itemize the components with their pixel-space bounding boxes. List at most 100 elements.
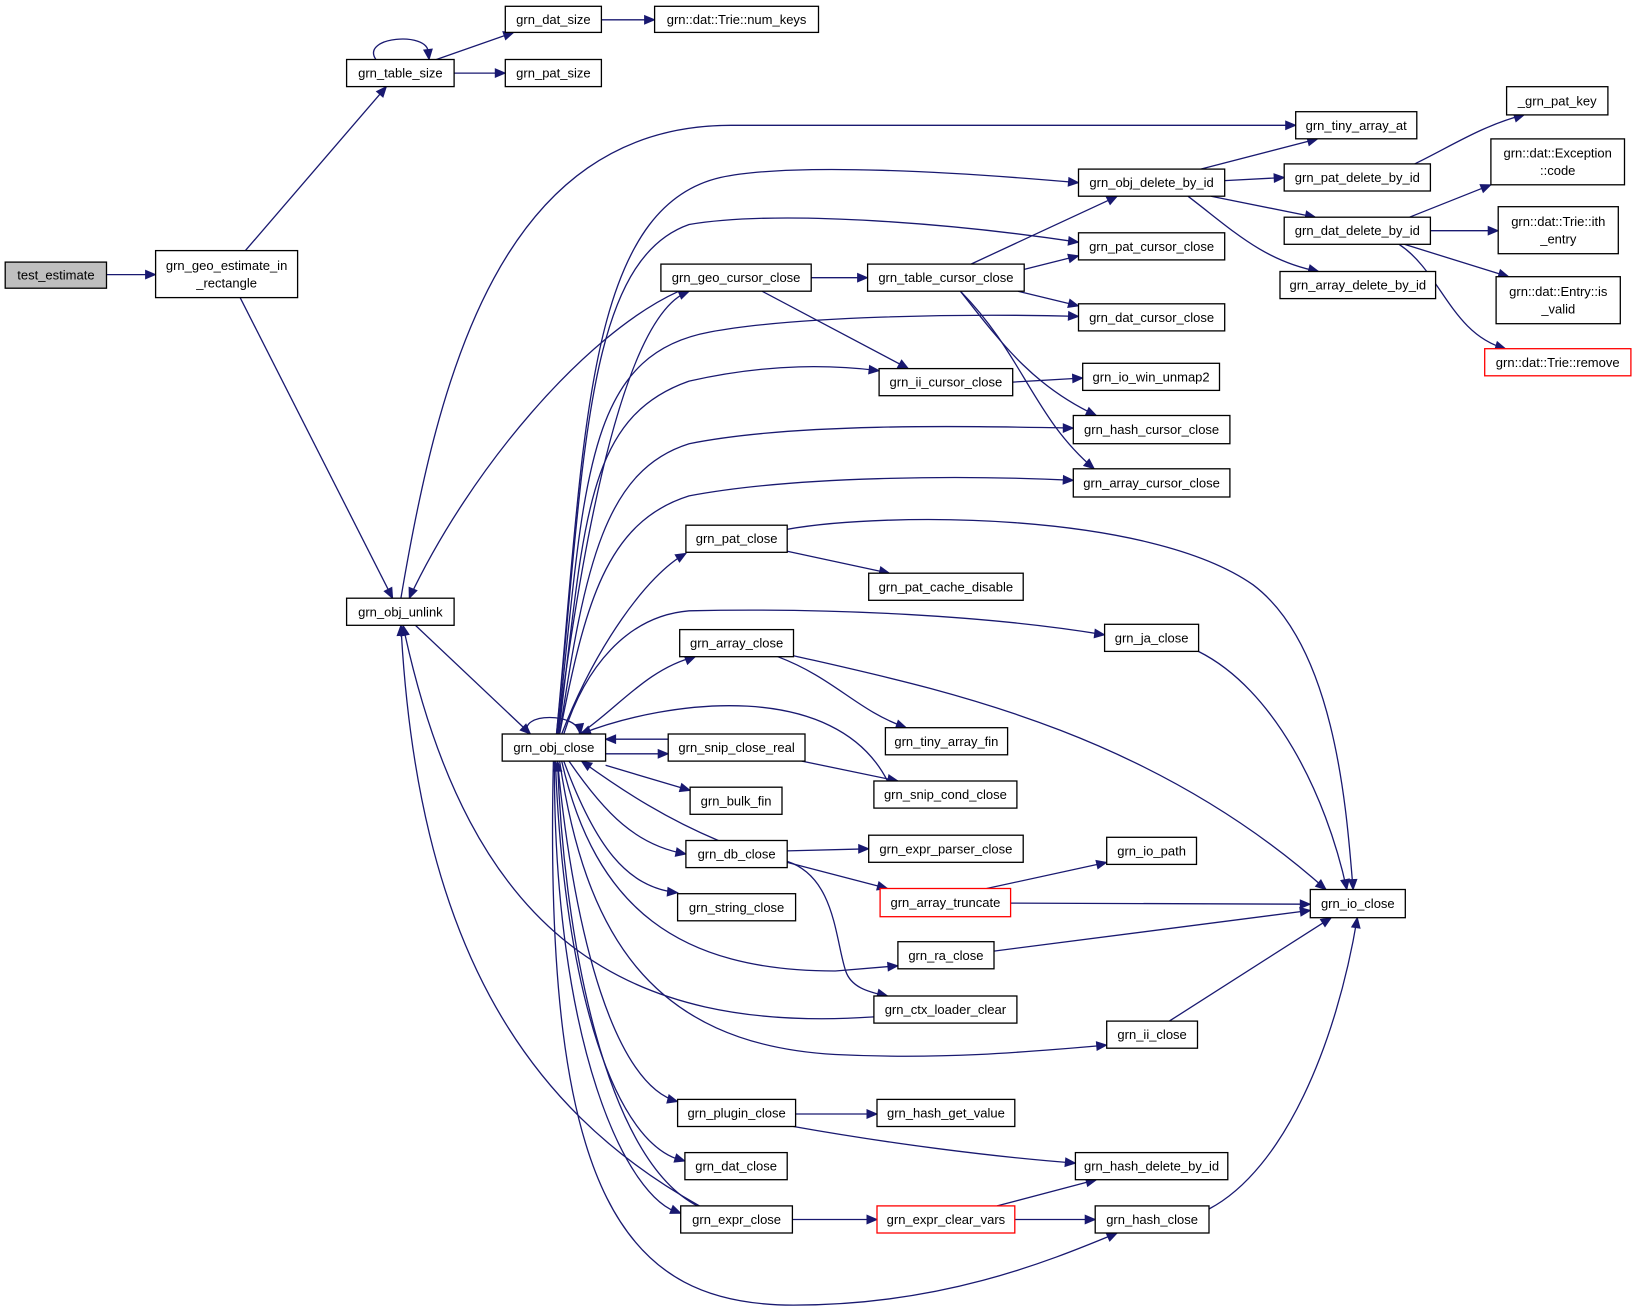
arrowhead-icon <box>1067 253 1080 264</box>
node-num_keys[interactable]: grn::dat::Trie::num_keys <box>653 5 820 34</box>
node-box <box>1094 1205 1210 1234</box>
node-hash_delete_by_id[interactable]: grn_hash_delete_by_id <box>1074 1151 1229 1181</box>
edge-obj_close-to-hash_close <box>551 761 1119 1306</box>
node-label: grn_hash_cursor_close <box>1084 422 1219 437</box>
arrowhead-icon <box>1299 906 1312 917</box>
edge-array_close-to-io_close <box>793 655 1328 891</box>
node-io_win_unmap2[interactable]: grn_io_win_unmap2 <box>1082 362 1221 392</box>
node-tiny_array_at[interactable]: grn_tiny_array_at <box>1295 111 1418 140</box>
node-ii_cursor_close[interactable]: grn_ii_cursor_close <box>878 367 1014 397</box>
edge-obj_close-to-pat_cursor_close <box>555 217 1080 735</box>
edge-line <box>1398 243 1506 350</box>
node-ctx_loader_clear[interactable]: grn_ctx_loader_clear <box>873 995 1018 1024</box>
node-expr_parser_close[interactable]: grn_expr_parser_close <box>868 834 1024 863</box>
edge-line <box>993 909 1311 952</box>
node-ii_close[interactable]: grn_ii_close <box>1106 1020 1199 1049</box>
edge-line <box>960 290 1095 470</box>
node-obj_delete_by_id[interactable]: grn_obj_delete_by_id <box>1077 168 1226 197</box>
node-hash_close[interactable]: grn_hash_close <box>1094 1205 1210 1234</box>
edge-obj_close-to-dat_cursor_close <box>556 310 1080 735</box>
node-label: grn_dat_cursor_close <box>1089 310 1214 325</box>
node-ja_close[interactable]: grn_ja_close <box>1103 623 1200 653</box>
edge-line <box>561 760 898 972</box>
edge-db_close-to-array_truncate <box>787 861 889 891</box>
node-expr_clear_vars[interactable]: grn_expr_clear_vars <box>876 1205 1016 1234</box>
node-dat_close[interactable]: grn_dat_close <box>684 1151 788 1181</box>
edge-line <box>555 217 1079 735</box>
node-table_size[interactable]: grn_table_size <box>345 58 455 88</box>
edge-line <box>402 625 874 1020</box>
node-plugin_close[interactable]: grn_plugin_close <box>676 1098 797 1128</box>
node-snip_close_real[interactable]: grn_snip_close_real <box>667 733 806 762</box>
edge-line <box>793 655 1327 890</box>
node-obj_unlink[interactable]: grn_obj_unlink <box>345 597 455 626</box>
node-pat_cache_disable[interactable]: grn_pat_cache_disable <box>868 572 1024 601</box>
node-box <box>676 893 797 922</box>
arrowhead-icon <box>1062 474 1075 485</box>
node-dat_size[interactable]: grn_dat_size <box>504 5 603 34</box>
node-dat_delete_by_id[interactable]: grn_dat_delete_by_id <box>1283 216 1432 245</box>
edge-test_estimate-to-geo_est <box>106 269 157 280</box>
node-array_cursor_close[interactable]: grn_array_cursor_close <box>1072 468 1231 498</box>
node-array_truncate[interactable]: grn_array_truncate <box>879 887 1012 918</box>
node-trie_remove[interactable]: grn::dat::Trie::remove <box>1484 348 1632 377</box>
node-pat_size[interactable]: grn_pat_size <box>504 58 603 88</box>
arrowhead-icon <box>396 624 407 637</box>
edge-line <box>244 86 387 252</box>
node-table_cursor_close[interactable]: grn_table_cursor_close <box>866 263 1025 292</box>
node-box <box>873 995 1018 1024</box>
node-array_delete_by_id[interactable]: grn_array_delete_by_id <box>1279 270 1437 300</box>
node-pat_cursor_close[interactable]: grn_pat_cursor_close <box>1077 232 1226 261</box>
node-geo_est[interactable]: grn_geo_estimate_in_rectangle <box>154 249 299 299</box>
node-box <box>868 572 1024 601</box>
node-box <box>1495 276 1621 325</box>
edge-obj_close-to-expr_close <box>553 761 682 1214</box>
edge-obj_close-to-ja_close <box>563 609 1106 735</box>
node-string_close[interactable]: grn_string_close <box>676 893 797 922</box>
edge-line <box>554 761 686 1162</box>
node-box <box>1077 168 1226 197</box>
arrowhead-icon <box>669 1204 682 1214</box>
node-box <box>1106 836 1198 866</box>
node-box <box>685 524 788 553</box>
node-pat_delete_by_id[interactable]: grn_pat_delete_by_id <box>1283 163 1432 192</box>
node-pat_key[interactable]: _grn_pat_key <box>1505 86 1609 116</box>
node-db_close[interactable]: grn_db_close <box>685 839 788 869</box>
node-label: grn_io_win_unmap2 <box>1093 369 1210 384</box>
node-pat_close[interactable]: grn_pat_close <box>685 524 788 553</box>
node-entry_is_valid[interactable]: grn::dat::Entry::is_valid <box>1495 276 1621 325</box>
node-ith_entry[interactable]: grn::dat::Trie::ith_entry <box>1497 206 1619 255</box>
node-array_close[interactable]: grn_array_close <box>679 628 795 658</box>
node-hash_cursor_close[interactable]: grn_hash_cursor_close <box>1072 414 1231 445</box>
edge-line <box>551 761 1118 1306</box>
arrowhead-icon <box>896 359 910 370</box>
node-io_path[interactable]: grn_io_path <box>1106 836 1198 866</box>
edge-obj_delete_by_id-to-pat_delete_by_id <box>1224 173 1286 183</box>
arrowhead-icon <box>887 961 900 972</box>
arrowhead-icon <box>1319 917 1333 928</box>
node-bulk_fin[interactable]: grn_bulk_fin <box>689 786 783 815</box>
node-exc_code[interactable]: grn::dat::Exception::code <box>1490 138 1626 186</box>
node-geo_cursor_close[interactable]: grn_geo_cursor_close <box>660 263 812 292</box>
node-expr_close[interactable]: grn_expr_close <box>680 1205 794 1234</box>
node-ra_close[interactable]: grn_ra_close <box>897 941 995 970</box>
arrowhead-icon <box>408 586 418 600</box>
edge-obj_close-to-pat_close <box>561 552 688 735</box>
edge-pat_close-to-pat_cache_disable <box>787 550 891 576</box>
edge-line <box>558 761 1107 1057</box>
node-test_estimate[interactable]: test_estimate <box>4 261 108 289</box>
edge-line <box>1208 917 1358 1210</box>
edge-line <box>400 124 1296 599</box>
edge-plugin_close-to-hash_get_value <box>795 1109 879 1119</box>
arrowhead-icon <box>1067 310 1080 321</box>
node-label: grn_ctx_loader_clear <box>885 1002 1007 1017</box>
node-box <box>1103 623 1200 653</box>
node-tiny_array_fin[interactable]: grn_tiny_array_fin <box>884 727 1009 756</box>
node-dat_cursor_close[interactable]: grn_dat_cursor_close <box>1077 303 1226 332</box>
node-label: grn_hash_get_value <box>887 1106 1005 1121</box>
node-snip_cond_close[interactable]: grn_snip_cond_close <box>873 780 1018 809</box>
node-label: grn_ii_close <box>1117 1027 1186 1042</box>
node-obj_close[interactable]: grn_obj_close <box>501 733 607 762</box>
node-hash_get_value[interactable]: grn_hash_get_value <box>876 1098 1016 1128</box>
node-io_close[interactable]: grn_io_close <box>1309 888 1406 919</box>
